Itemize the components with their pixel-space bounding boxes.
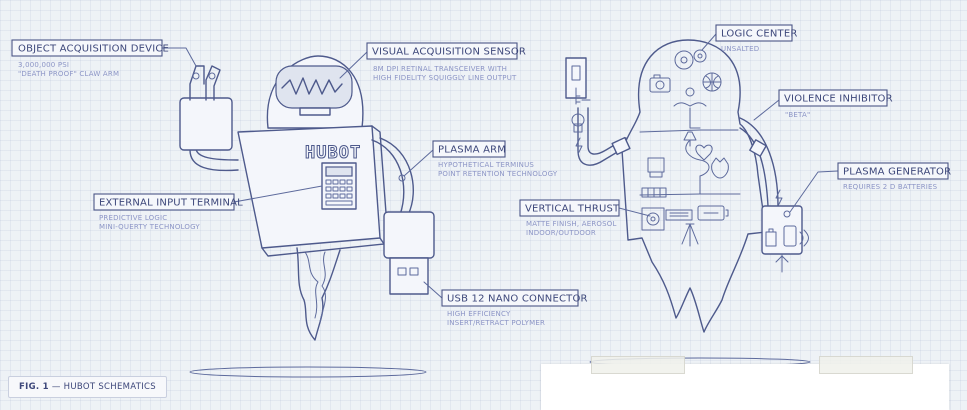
svg-text:3,000,000 PSI: 3,000,000 PSI bbox=[18, 61, 69, 69]
svg-text:PLASMA GENERATOR: PLASMA GENERATOR bbox=[843, 167, 951, 178]
cutaway-silhouette bbox=[621, 39, 767, 333]
figure-caption: FIG. 1 — HUBOT SCHEMATICS bbox=[8, 376, 167, 398]
caption-text: HUBOT SCHEMATICS bbox=[63, 382, 156, 392]
timer-icon bbox=[571, 113, 585, 133]
usb-symbol-icon bbox=[775, 253, 789, 273]
paper-panel bbox=[541, 356, 949, 410]
callout-plasma-generator: PLASMA GENERATOR REQUIRES 2 D BATTERIES bbox=[837, 162, 951, 191]
monitor-icon bbox=[647, 157, 665, 178]
svg-text:8M DPI RETINAL TRANSCEIVER WIT: 8M DPI RETINAL TRANSCEIVER WITH bbox=[373, 65, 507, 73]
lightning-bolt-right bbox=[775, 189, 783, 207]
svg-text:"BETA": "BETA" bbox=[785, 111, 810, 119]
svg-text:HYPOTHETICAL TERMINUS: HYPOTHETICAL TERMINUS bbox=[438, 161, 534, 169]
light-switch-icon bbox=[571, 65, 581, 81]
spray-icon bbox=[681, 223, 699, 247]
svg-text:VERTICAL THRUST: VERTICAL THRUST bbox=[525, 204, 620, 215]
callout-plasma-arm: PLASMA ARM HYPOTHETICAL TERMINUS POINT R… bbox=[432, 140, 558, 178]
camera-icon bbox=[649, 74, 671, 93]
svg-text:MATTE FINISH, AEROSOL: MATTE FINISH, AEROSOL bbox=[526, 220, 617, 228]
film-strip-icon bbox=[641, 187, 667, 198]
svg-text:USB 12 NANO CONNECTOR: USB 12 NANO CONNECTOR bbox=[447, 294, 588, 305]
phone-icon bbox=[783, 225, 809, 247]
tape-strip-left bbox=[591, 356, 685, 374]
heart-icon bbox=[695, 144, 713, 161]
svg-text:POINT RETENTION TECHNOLOGY: POINT RETENTION TECHNOLOGY bbox=[438, 170, 558, 178]
ground-shadow-left bbox=[189, 366, 427, 378]
hubot-robot: HUBOT bbox=[179, 55, 435, 378]
right-conduit bbox=[739, 127, 769, 207]
visor-screen bbox=[275, 65, 353, 109]
lightning-bolt-left bbox=[575, 137, 583, 155]
svg-text:EXTERNAL INPUT TERMINAL: EXTERNAL INPUT TERMINAL bbox=[99, 198, 243, 209]
hubot-chest-label: HUBOT bbox=[305, 143, 361, 163]
callout-vertical-thrust: VERTICAL THRUST MATTE FINISH, AEROSOL IN… bbox=[519, 199, 620, 237]
squiggly-line-output bbox=[281, 77, 343, 95]
tape-strip-right bbox=[819, 356, 913, 374]
svg-text:INSERT/RETRACT POLYMER: INSERT/RETRACT POLYMER bbox=[447, 319, 545, 327]
battery-cell-icon bbox=[765, 228, 777, 247]
jet-flame-left bbox=[296, 247, 341, 341]
svg-text:REQUIRES 2 D BATTERIES: REQUIRES 2 D BATTERIES bbox=[843, 183, 938, 191]
keypad-terminal bbox=[321, 162, 357, 210]
svg-text:INDOOR/OUTDOOR: INDOOR/OUTDOOR bbox=[526, 229, 596, 237]
key-icon bbox=[575, 87, 591, 105]
svg-text:"DEATH PROOF" CLAW ARM: "DEATH PROOF" CLAW ARM bbox=[18, 70, 119, 78]
caption-separator: — bbox=[48, 382, 64, 392]
figure-number: FIG. 1 bbox=[19, 382, 49, 392]
plasma-arm-hose bbox=[371, 139, 405, 216]
callout-visual-acquisition: VISUAL ACQUISITION SENSOR 8M DPI RETINAL… bbox=[366, 42, 526, 82]
svg-text:HIGH FIDELITY SQUIGGLY LINE OU: HIGH FIDELITY SQUIGGLY LINE OUTPUT bbox=[373, 74, 517, 82]
callout-external-input: EXTERNAL INPUT TERMINAL PREDICTIVE LOGIC… bbox=[93, 193, 243, 231]
left-conduit bbox=[577, 107, 625, 166]
callout-violence-inhibitor: VIOLENCE INHIBITOR "BETA" bbox=[778, 89, 893, 119]
claw-grip bbox=[189, 65, 221, 101]
hubot-cutaway bbox=[565, 39, 811, 367]
svg-text:VIOLENCE INHIBITOR: VIOLENCE INHIBITOR bbox=[784, 94, 893, 105]
svg-text:PLASMA ARM: PLASMA ARM bbox=[438, 145, 506, 156]
callout-logic-center: LOGIC CENTER UNSALTED bbox=[715, 24, 798, 53]
svg-text:LOGIC CENTER: LOGIC CENTER bbox=[721, 29, 798, 40]
svg-text:UNSALTED: UNSALTED bbox=[721, 45, 759, 53]
svg-text:OBJECT ACQUISITION DEVICE: OBJECT ACQUISITION DEVICE bbox=[18, 44, 169, 55]
cat-icon bbox=[711, 157, 729, 179]
brain-gear-icon bbox=[674, 50, 694, 70]
callout-object-acquisition: OBJECT ACQUISITION DEVICE 3,000,000 PSI … bbox=[11, 39, 169, 78]
svg-text:MINI-QUERTY TECHNOLOGY: MINI-QUERTY TECHNOLOGY bbox=[99, 223, 200, 231]
usb-plug bbox=[389, 257, 429, 295]
small-gear-icon bbox=[685, 87, 695, 97]
callout-usb-connector: USB 12 NANO CONNECTOR HIGH EFFICIENCY IN… bbox=[441, 289, 588, 327]
speaker-icon bbox=[641, 207, 665, 231]
lamp-icon bbox=[683, 131, 697, 147]
globe-icon bbox=[702, 72, 722, 92]
claw-housing bbox=[179, 97, 233, 151]
usb-housing bbox=[383, 211, 435, 259]
mustache-icon bbox=[673, 102, 707, 107]
keyboard-icon bbox=[665, 209, 693, 221]
svg-text:HIGH EFFICIENCY: HIGH EFFICIENCY bbox=[447, 310, 511, 318]
battery-icon bbox=[697, 205, 729, 221]
svg-text:PREDICTIVE LOGIC: PREDICTIVE LOGIC bbox=[99, 214, 167, 222]
svg-text:VISUAL ACQUISITION SENSOR: VISUAL ACQUISITION SENSOR bbox=[372, 47, 526, 58]
